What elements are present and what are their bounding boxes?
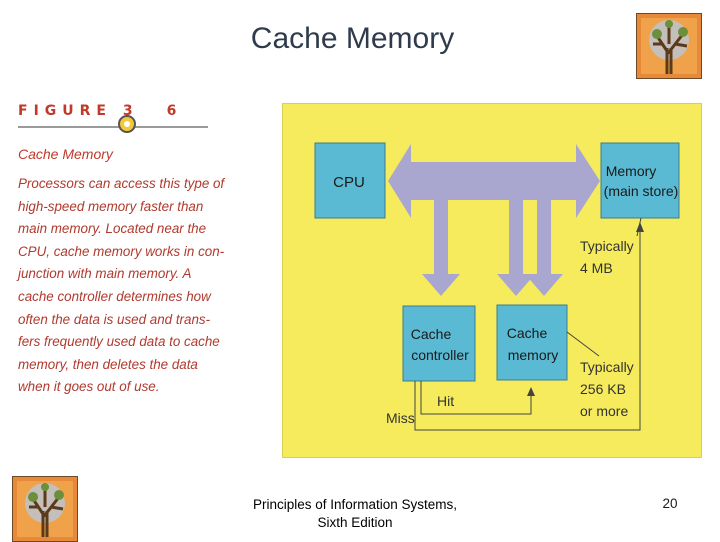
cache-label-1: Cache xyxy=(507,325,548,341)
typical-main-1: Typically xyxy=(580,238,634,254)
caption-line: high-speed memory faster than xyxy=(18,198,204,214)
miss-label: Miss xyxy=(386,410,415,426)
caption-line: when it goes out of use. xyxy=(18,379,160,395)
down-arrow-cache-1 xyxy=(497,200,535,296)
caption-line: often the data is used and trans- xyxy=(18,311,211,327)
typical-main-2: 4 MB xyxy=(580,260,613,276)
miss-path xyxy=(414,230,641,431)
memory-box xyxy=(600,142,680,219)
caption-line: memory, then deletes the data xyxy=(18,356,198,372)
caption-line: main memory. Located near the xyxy=(18,221,207,237)
figure-rule xyxy=(18,126,208,128)
caption-line: CPU, cache memory works in con- xyxy=(18,243,225,259)
caption-line: junction with main memory. A xyxy=(18,266,192,282)
footer-line-1: Principles of Information Systems, xyxy=(252,497,458,512)
controller-label-2: controller xyxy=(411,347,469,363)
hit-label: Hit xyxy=(437,393,454,409)
figure-label: FIGURE 3 6 xyxy=(18,103,182,119)
caption-line: Processors can access this type of xyxy=(18,176,225,191)
down-arrow-controller xyxy=(422,200,460,296)
cache-memory-box xyxy=(496,304,568,381)
cache-label-2: memory xyxy=(508,347,559,363)
hit-arrowhead xyxy=(527,387,535,396)
caption-line: cache controller determines how xyxy=(18,288,211,304)
leader-cache xyxy=(566,331,600,357)
typical-cache-2: 256 KB xyxy=(580,381,626,397)
figure-number: 6 xyxy=(166,103,183,119)
down-arrow-cache-2 xyxy=(525,200,563,296)
memory-label-2: (main store) xyxy=(604,183,679,199)
figure-label-text: FIGURE 3 xyxy=(18,103,139,119)
typical-cache-3: or more xyxy=(580,403,628,419)
caption-title: Cache Memory xyxy=(18,146,113,162)
typical-cache-1: Typically xyxy=(580,359,634,375)
caption-body: Processors can access this type of high-… xyxy=(18,173,225,399)
cpu-label: CPU xyxy=(333,174,365,191)
page-number: 20 xyxy=(662,496,678,511)
cpu-box xyxy=(314,142,386,219)
memory-label-1: Memory xyxy=(606,163,657,179)
slide-title: Cache Memory xyxy=(250,22,455,55)
tree-logo-icon xyxy=(636,13,702,79)
tree-logo-icon xyxy=(12,476,78,542)
controller-label-1: Cache xyxy=(411,326,452,342)
footer-line-2: Sixth Edition xyxy=(317,515,393,530)
bus-arrow xyxy=(388,144,600,218)
miss-arrowhead xyxy=(636,222,644,232)
footer: Principles of Information Systems, Sixth… xyxy=(220,496,490,532)
cache-controller-box xyxy=(402,305,476,382)
cache-diagram: CPU Memory (main store) Cache controller… xyxy=(282,103,702,458)
hit-path xyxy=(420,381,532,415)
caption-line: fers frequently used data to cache xyxy=(18,334,220,350)
down-arrows xyxy=(422,200,563,296)
figure-dot-icon xyxy=(118,115,136,133)
